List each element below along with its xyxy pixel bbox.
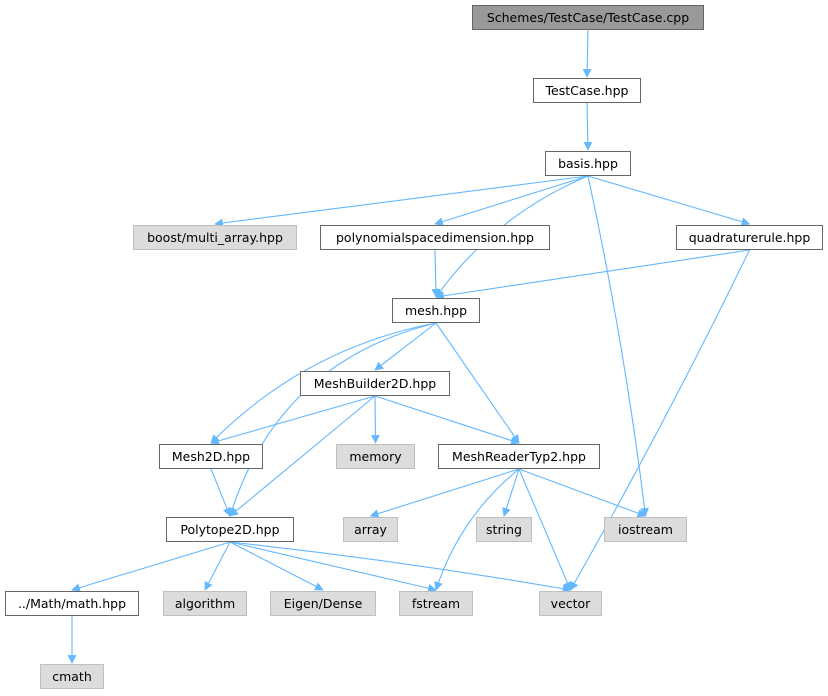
edge-polytope2d_hpp-to-math_hpp <box>71 541 231 592</box>
edge-basis_hpp-to-iostream <box>587 175 649 517</box>
node-iostream: iostream <box>604 517 687 542</box>
node-memory: memory <box>336 444 415 469</box>
node-vector: vector <box>539 591 602 616</box>
edge-polytope2d_hpp-to-eigen_dense <box>229 541 324 591</box>
node-eigen-dense: Eigen/Dense <box>270 591 376 616</box>
node-meshbuilder2d-hpp[interactable]: MeshBuilder2D.hpp <box>300 371 450 396</box>
node-quadraturerule-hpp[interactable]: quadraturerule.hpp <box>676 225 823 250</box>
node-math-hpp[interactable]: ../Math/math.hpp <box>5 591 139 616</box>
edge-meshbuilder2d_hpp-to-mesh2d_hpp <box>210 395 376 446</box>
node-cmath: cmath <box>40 664 104 689</box>
edge-basis_hpp-to-boost_multi_array <box>214 175 589 228</box>
edge-quadraturerule_hpp-to-vector <box>570 249 750 591</box>
edge-testcase_cpp-to-testcase_hpp <box>582 29 592 78</box>
edge-meshbuilder2d_hpp-to-memory <box>371 395 380 444</box>
edge-polytope2d_hpp-to-fstream <box>229 541 437 593</box>
node-array: array <box>343 517 398 542</box>
edge-basis_hpp-to-polyspacedim_hpp <box>434 175 589 226</box>
node-polytope2d-hpp[interactable]: Polytope2D.hpp <box>166 517 294 542</box>
node-fstream: fstream <box>399 591 473 616</box>
edge-meshreadertyp2_hpp-to-array <box>369 468 520 518</box>
edge-polyspacedim_hpp-to-mesh_hpp <box>431 249 441 298</box>
edge-mesh_hpp-to-polytope2d_hpp <box>228 322 437 517</box>
edge-polytope2d_hpp-to-vector <box>229 541 572 593</box>
edge-meshreadertyp2_hpp-to-string <box>502 468 520 517</box>
node-string: string <box>476 517 532 542</box>
node-polynomialspacedimension-hpp[interactable]: polynomialspacedimension.hpp <box>320 225 550 250</box>
edge-quadraturerule_hpp-to-mesh_hpp <box>435 249 750 301</box>
edge-meshbuilder2d_hpp-to-polytope2d_hpp <box>229 395 376 517</box>
node-basis-hpp[interactable]: basis.hpp <box>545 151 631 176</box>
node-mesh2d-hpp[interactable]: Mesh2D.hpp <box>159 444 263 469</box>
node-mesh-hpp[interactable]: mesh.hpp <box>392 298 480 323</box>
edge-meshreadertyp2_hpp-to-vector <box>518 468 572 591</box>
edge-meshreadertyp2_hpp-to-fstream <box>434 468 520 591</box>
edge-mesh2d_hpp-to-polytope2d_hpp <box>210 468 232 517</box>
edge-polytope2d_hpp-to-algorithm <box>204 541 231 591</box>
node-testcase-hpp[interactable]: TestCase.hpp <box>533 78 641 103</box>
edge-mesh_hpp-to-mesh2d_hpp <box>210 322 437 444</box>
node-meshreadertyp2-hpp[interactable]: MeshReaderTyp2.hpp <box>438 444 600 469</box>
edge-meshreadertyp2_hpp-to-iostream <box>518 468 647 518</box>
node-testcase-cpp[interactable]: Schemes/TestCase/TestCase.cpp <box>472 5 704 30</box>
edge-mesh_hpp-to-meshbuilder2d_hpp <box>374 322 437 371</box>
edge-testcase_hpp-to-basis_hpp <box>583 102 593 151</box>
node-algorithm: algorithm <box>163 591 247 616</box>
edge-basis_hpp-to-quadraturerule_hpp <box>587 175 751 226</box>
node-boost-multi-array: boost/multi_array.hpp <box>133 225 297 250</box>
edge-mesh_hpp-to-meshreadertyp2_hpp <box>435 322 520 444</box>
edge-meshbuilder2d_hpp-to-meshreadertyp2_hpp <box>374 395 520 445</box>
